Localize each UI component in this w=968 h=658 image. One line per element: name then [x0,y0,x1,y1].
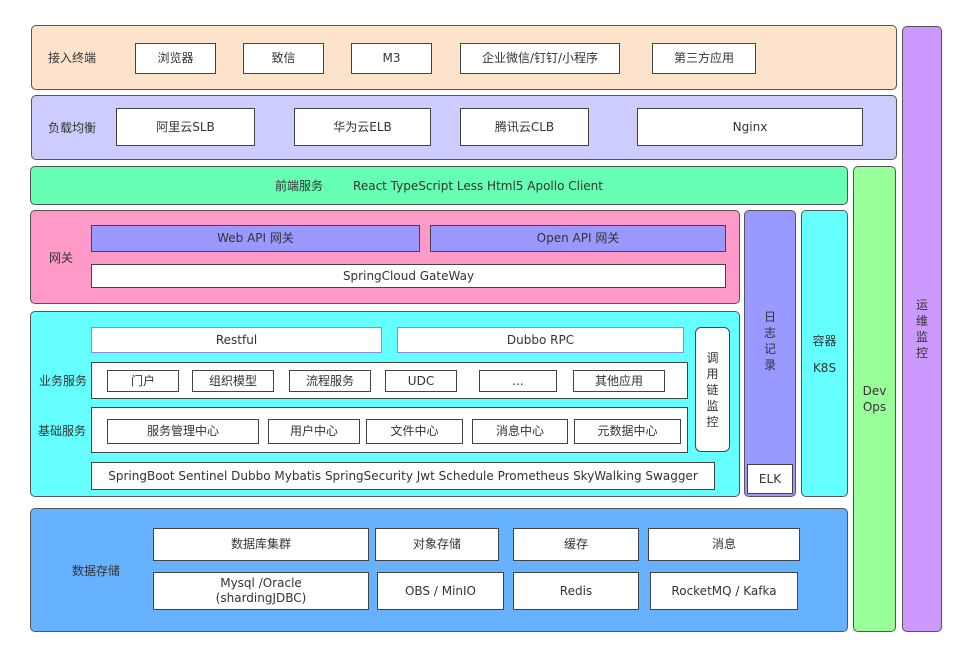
business-services-row: 门户 组织模型 流程服务 UDC ... 其他应用 [91,362,688,399]
logging-char: 日 [763,310,776,324]
access-item-third-party: 第三方应用 [652,43,756,74]
spring-cloud-gateway: SpringCloud GateWay [91,264,726,288]
business-item-org-model: 组织模型 [192,370,274,392]
trace-monitor-char: 链 [706,382,719,397]
trace-monitor-box: 调 用 链 监 控 [695,327,730,452]
logging-char: 记 [763,342,776,356]
access-terminal-layer: 接入终端 浏览器 致信 M3 企业微信/钉钉/小程序 第三方应用 [31,25,897,90]
devops-line1: Dev [862,384,887,398]
storage-db-line2: (shardingJDBC) [215,591,307,605]
base-item-message-center: 消息中心 [472,419,568,444]
gateway-label: 网关 [48,250,73,265]
container-k8s: K8S [812,361,837,375]
storage-cat-object: 对象存储 [375,528,499,561]
container-label: 容器 [812,333,837,348]
frontend-stack: React TypeScript Less Html5 Apollo Clien… [353,178,603,193]
devops-column: Dev Ops [853,166,896,632]
gateway-layer: 网关 Web API 网关 Open API 网关 SpringCloud Ga… [30,210,740,304]
elk-box: ELK [747,464,793,494]
trace-monitor-char: 控 [706,414,719,429]
restful-box: Restful [91,327,382,353]
web-api-gateway: Web API 网关 [91,225,420,252]
business-item-workflow: 流程服务 [289,370,371,392]
storage-object-engine: OBS / MinIO [377,572,504,610]
container-column: 容器 K8S [801,210,848,497]
logging-char: 志 [763,326,776,340]
storage-label: 数据存储 [71,563,120,578]
business-item-other-apps: 其他应用 [573,370,665,392]
logging-column: 日 志 记 录 ELK [744,210,796,497]
ops-monitor-char: 维 [915,314,928,328]
access-terminal-label: 接入终端 [47,51,96,65]
ops-monitor-label: 运 维 监 控 [903,27,941,631]
storage-cat-mq: 消息 [648,528,800,561]
load-balance-layer: 负载均衡 阿里云SLB 华为云ELB 腾讯云CLB Nginx [31,95,897,160]
base-item-user-center: 用户中心 [268,419,360,444]
access-item-browser: 浏览器 [135,43,216,74]
trace-monitor-char: 监 [706,398,719,413]
logging-char: 录 [763,358,776,372]
lb-item-huawei-elb: 华为云ELB [294,108,431,146]
ops-monitor-char: 控 [915,346,928,360]
business-item-more: ... [479,370,557,392]
base-services-row: 服务管理中心 用户中心 文件中心 消息中心 元数据中心 [91,407,688,453]
base-services-label: 基础服务 [37,423,86,438]
storage-cat-db-cluster: 数据库集群 [153,528,369,561]
business-item-portal: 门户 [107,370,179,392]
frontend-label: 前端服务 [275,179,324,193]
storage-cat-cache: 缓存 [513,528,639,561]
logging-label: 日 志 记 录 [745,301,795,381]
lb-item-tencent-clb: 腾讯云CLB [460,108,589,146]
tech-stack-bar: SpringBoot Sentinel Dubbo Mybatis Spring… [91,462,715,490]
trace-monitor-char: 调 [706,350,719,365]
base-item-file-center: 文件中心 [366,419,463,444]
business-services-label: 业务服务 [38,374,87,388]
devops-line2: Ops [862,400,887,414]
open-api-gateway: Open API 网关 [430,225,726,252]
frontend-content: 前端服务 React TypeScript Less Html5 Apollo … [31,167,847,204]
services-layer: Restful Dubbo RPC 业务服务 门户 组织模型 流程服务 UDC … [30,311,740,497]
devops-label: Dev Ops [854,167,895,631]
access-item-m3: M3 [351,43,432,74]
frontend-layer: 前端服务 React TypeScript Less Html5 Apollo … [30,166,848,205]
lb-item-aliyun-slb: 阿里云SLB [116,108,255,146]
ops-monitor-char: 监 [915,330,928,344]
dubbo-rpc-box: Dubbo RPC [397,327,684,353]
ops-monitor-column: 运 维 监 控 [902,26,942,632]
access-item-zhixin: 致信 [243,43,324,74]
base-item-metadata-center: 元数据中心 [574,419,681,444]
load-balance-label: 负载均衡 [47,121,96,135]
business-item-udc: UDC [385,370,457,392]
lb-item-nginx: Nginx [637,108,863,146]
ops-monitor-char: 运 [915,298,928,312]
storage-mq-engine: RocketMQ / Kafka [650,572,798,610]
storage-db-engines: Mysql /Oracle (shardingJDBC) [153,572,369,610]
access-item-wechat-dingtalk: 企业微信/钉钉/小程序 [460,43,620,74]
trace-monitor-char: 用 [706,366,719,381]
storage-cache-engine: Redis [513,572,639,610]
base-item-service-mgmt: 服务管理中心 [107,419,259,444]
storage-db-line1: Mysql /Oracle [220,576,302,590]
storage-layer: 数据存储 数据库集群 对象存储 缓存 消息 Mysql /Oracle (sha… [30,508,848,632]
